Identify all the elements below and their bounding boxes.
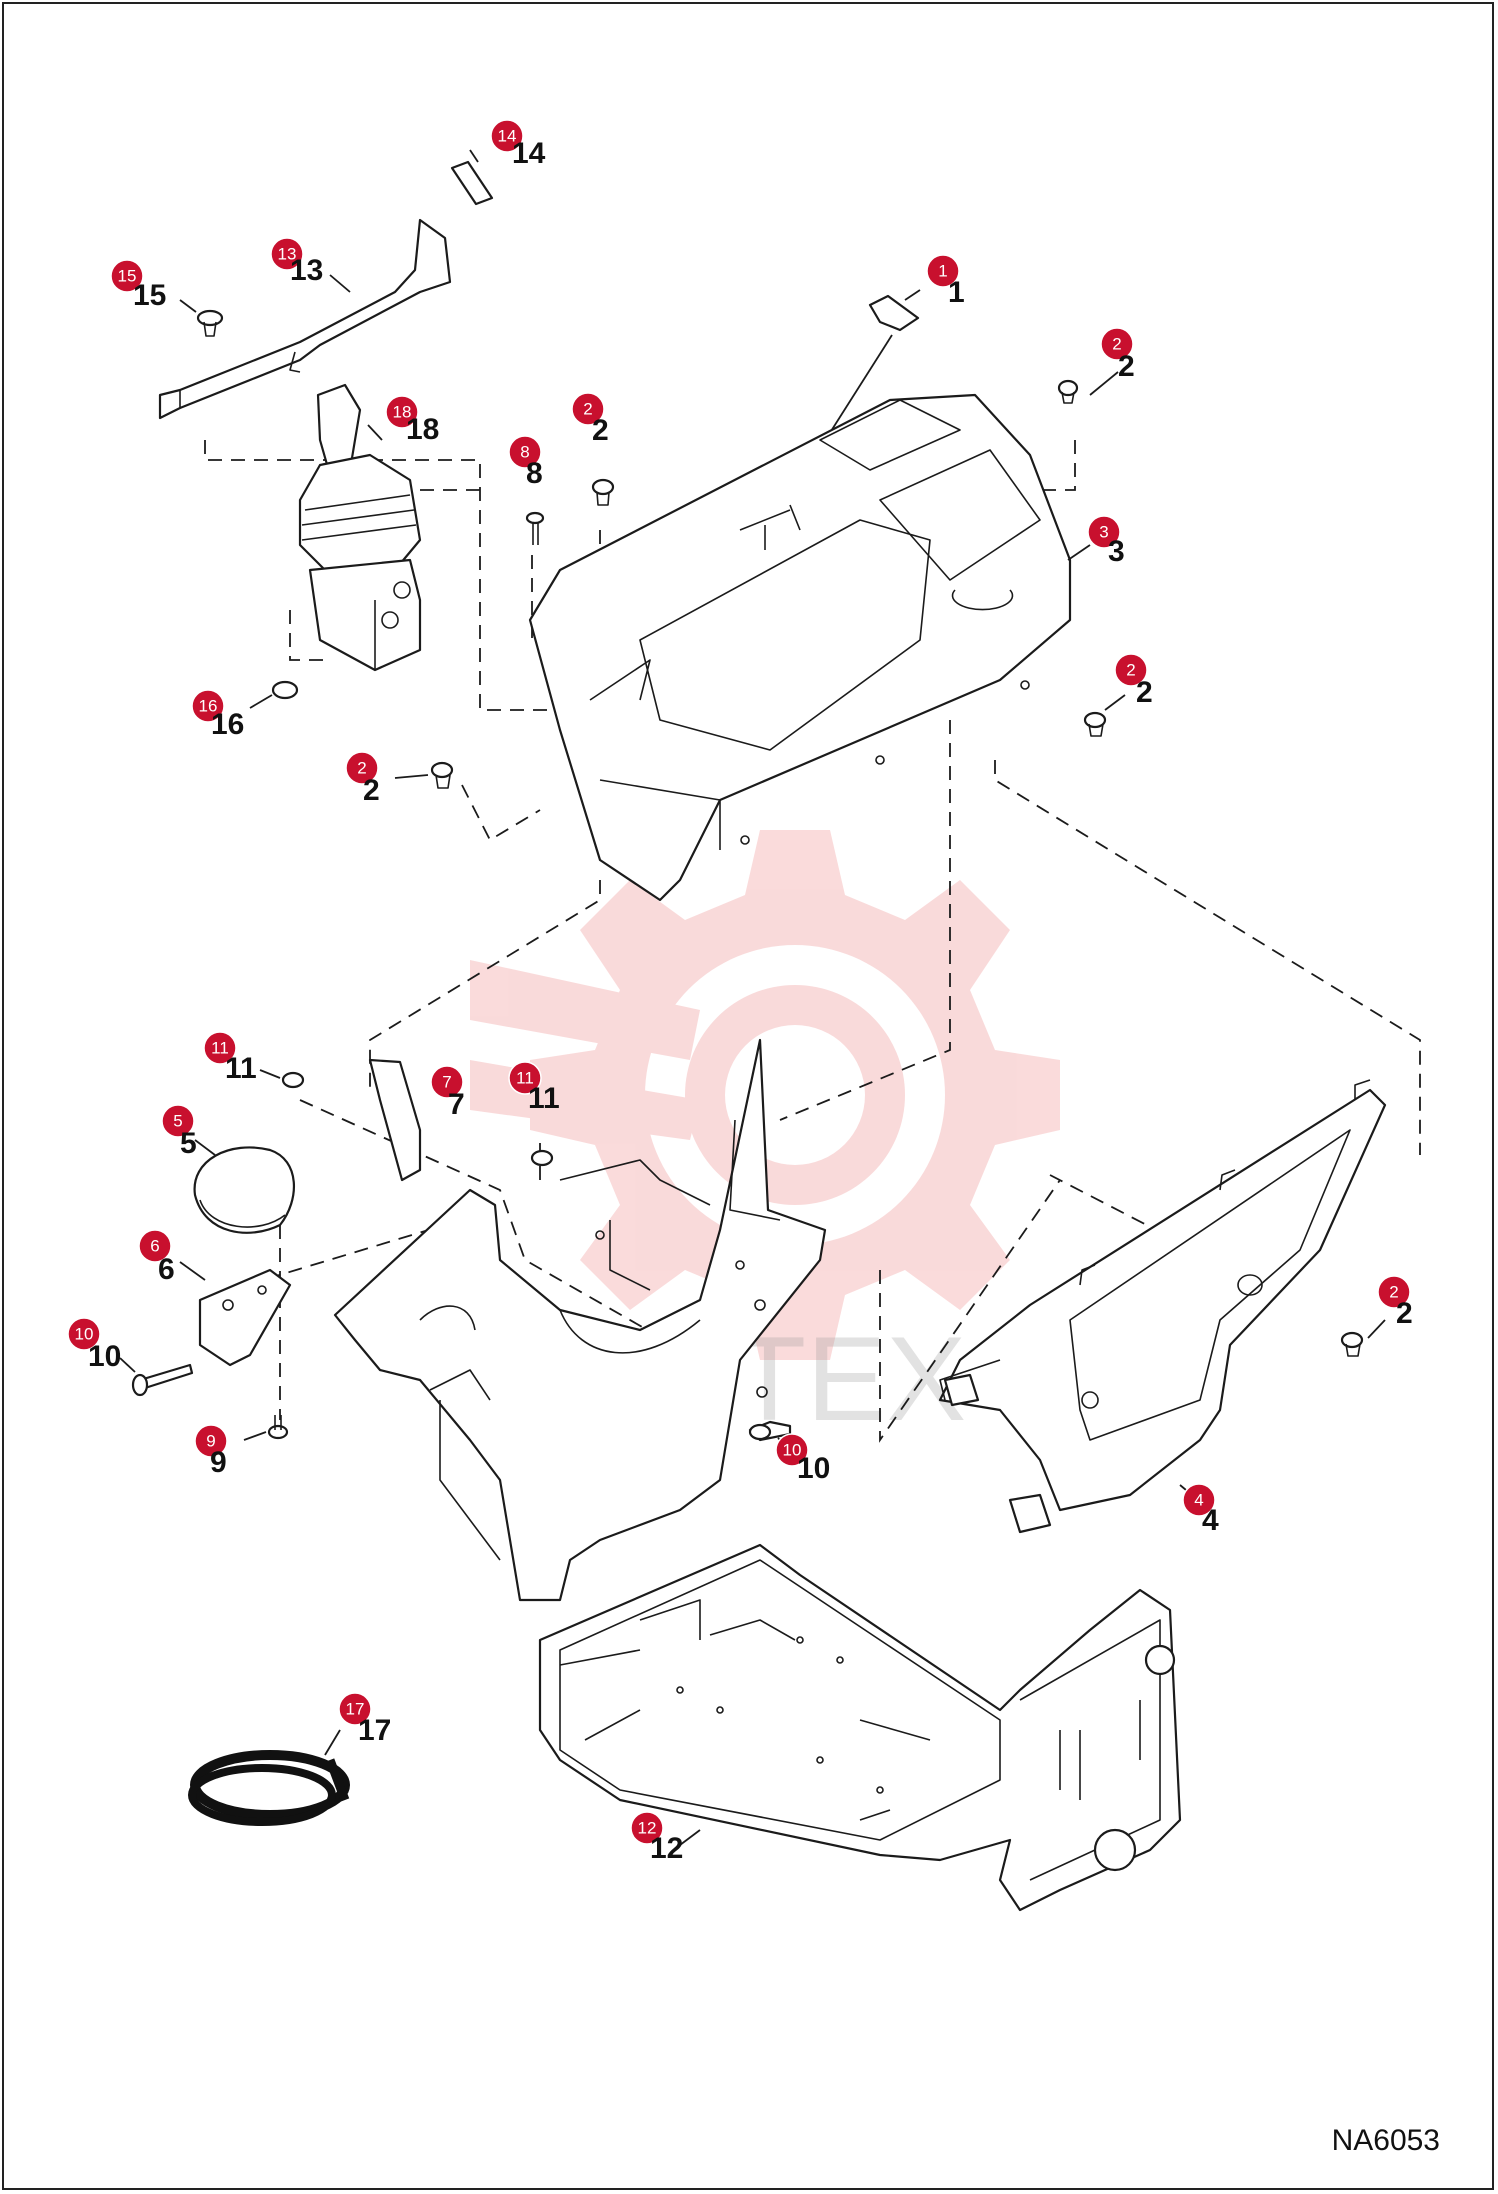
fastener-2-d — [1083, 711, 1107, 737]
badge-13: 13 — [278, 245, 297, 264]
part-5-boot — [193, 1139, 296, 1234]
drawing-code: NA6053 — [1331, 2124, 1440, 2157]
part-3-console — [528, 393, 1091, 902]
badge-11a: 11 — [211, 1039, 229, 1058]
part-8-bolt — [525, 511, 545, 545]
part-11-nuts — [259, 1069, 554, 1167]
callout-1: 11 — [926, 254, 965, 309]
label-4: 4 — [1202, 1504, 1219, 1537]
badge-10a: 10 — [75, 1325, 94, 1344]
fastener-2-b — [1057, 379, 1079, 404]
label-12: 12 — [650, 1832, 683, 1865]
callout-2c: 22 — [345, 751, 380, 807]
label-9: 9 — [210, 1446, 227, 1479]
callout-2a: 22 — [571, 392, 609, 447]
part-12-lower-frame — [538, 1543, 1182, 1912]
fastener-2-e — [1340, 1331, 1364, 1357]
badge-7: 7 — [442, 1073, 451, 1092]
part-15-rivet — [179, 299, 224, 337]
badge-2a: 2 — [583, 400, 592, 419]
label-10b: 10 — [797, 1452, 830, 1485]
badge-9: 9 — [206, 1432, 215, 1451]
callout-4: 44 — [1182, 1483, 1219, 1537]
label-13: 13 — [290, 254, 323, 287]
watermark-gear-icon — [470, 830, 1060, 1360]
badge-12: 12 — [638, 1819, 657, 1838]
part-2-fasteners — [394, 371, 1386, 1357]
label-2a: 2 — [592, 414, 609, 447]
badge-2b: 2 — [1112, 335, 1121, 354]
label-11a: 11 — [225, 1052, 257, 1085]
label-3: 3 — [1108, 535, 1125, 568]
part-10-bolts — [119, 1357, 792, 1451]
label-1: 1 — [948, 276, 965, 309]
label-15: 15 — [133, 279, 166, 312]
callout-9: 99 — [194, 1424, 228, 1479]
badge-17: 17 — [346, 1700, 365, 1719]
part-14-pin — [450, 149, 494, 206]
callout-3: 33 — [1087, 515, 1125, 568]
badge-11b: 11 — [516, 1069, 534, 1088]
label-18: 18 — [406, 413, 439, 446]
label-16: 16 — [211, 708, 244, 741]
label-17: 17 — [358, 1714, 391, 1747]
badge-14: 14 — [498, 127, 517, 146]
part-4-side-panel — [938, 1079, 1387, 1534]
badge-10b: 10 — [783, 1441, 802, 1460]
badge-15: 15 — [118, 267, 137, 286]
part-7-bracket — [368, 1058, 422, 1182]
callout-2d: 22 — [1114, 653, 1153, 709]
callout-5: 55 — [161, 1104, 197, 1160]
badge-2d: 2 — [1126, 661, 1135, 680]
badge-2e: 2 — [1389, 1283, 1398, 1302]
badge-8: 8 — [520, 443, 529, 462]
label-14: 14 — [512, 137, 546, 170]
main-frame-pedestal — [333, 1038, 827, 1602]
part-6-bracket — [179, 1261, 292, 1367]
label-10a: 10 — [88, 1340, 121, 1373]
label-5: 5 — [180, 1127, 197, 1160]
label-11b: 11 — [528, 1082, 560, 1115]
label-2e: 2 — [1396, 1297, 1413, 1330]
badge-2c: 2 — [357, 759, 366, 778]
part-16-nut — [249, 680, 299, 709]
callout-8: 88 — [508, 435, 543, 490]
label-2d: 2 — [1136, 676, 1153, 709]
part-13-bracket — [158, 218, 452, 420]
badge-4: 4 — [1194, 1491, 1203, 1510]
callout-2b: 22 — [1100, 327, 1135, 383]
fastener-2-c — [430, 761, 454, 789]
badge-6: 6 — [150, 1237, 159, 1256]
callout-6: 66 — [138, 1229, 175, 1286]
part-18-joystick — [298, 383, 422, 672]
fastener-2-a — [591, 478, 615, 506]
part-9-bolt — [243, 1415, 289, 1441]
badge-18: 18 — [393, 403, 412, 422]
callout-7: 77 — [430, 1065, 465, 1121]
label-2c: 2 — [363, 774, 380, 807]
badge-5: 5 — [173, 1112, 182, 1131]
label-2b: 2 — [1118, 350, 1135, 383]
label-8: 8 — [526, 457, 543, 490]
badge-16: 16 — [199, 697, 218, 716]
label-7: 7 — [448, 1088, 465, 1121]
callout-2e: 22 — [1377, 1275, 1413, 1330]
badge-1: 1 — [938, 262, 947, 281]
badge-3: 3 — [1099, 523, 1108, 542]
part-17-hose-coil — [188, 1729, 350, 1826]
label-6: 6 — [158, 1253, 175, 1286]
